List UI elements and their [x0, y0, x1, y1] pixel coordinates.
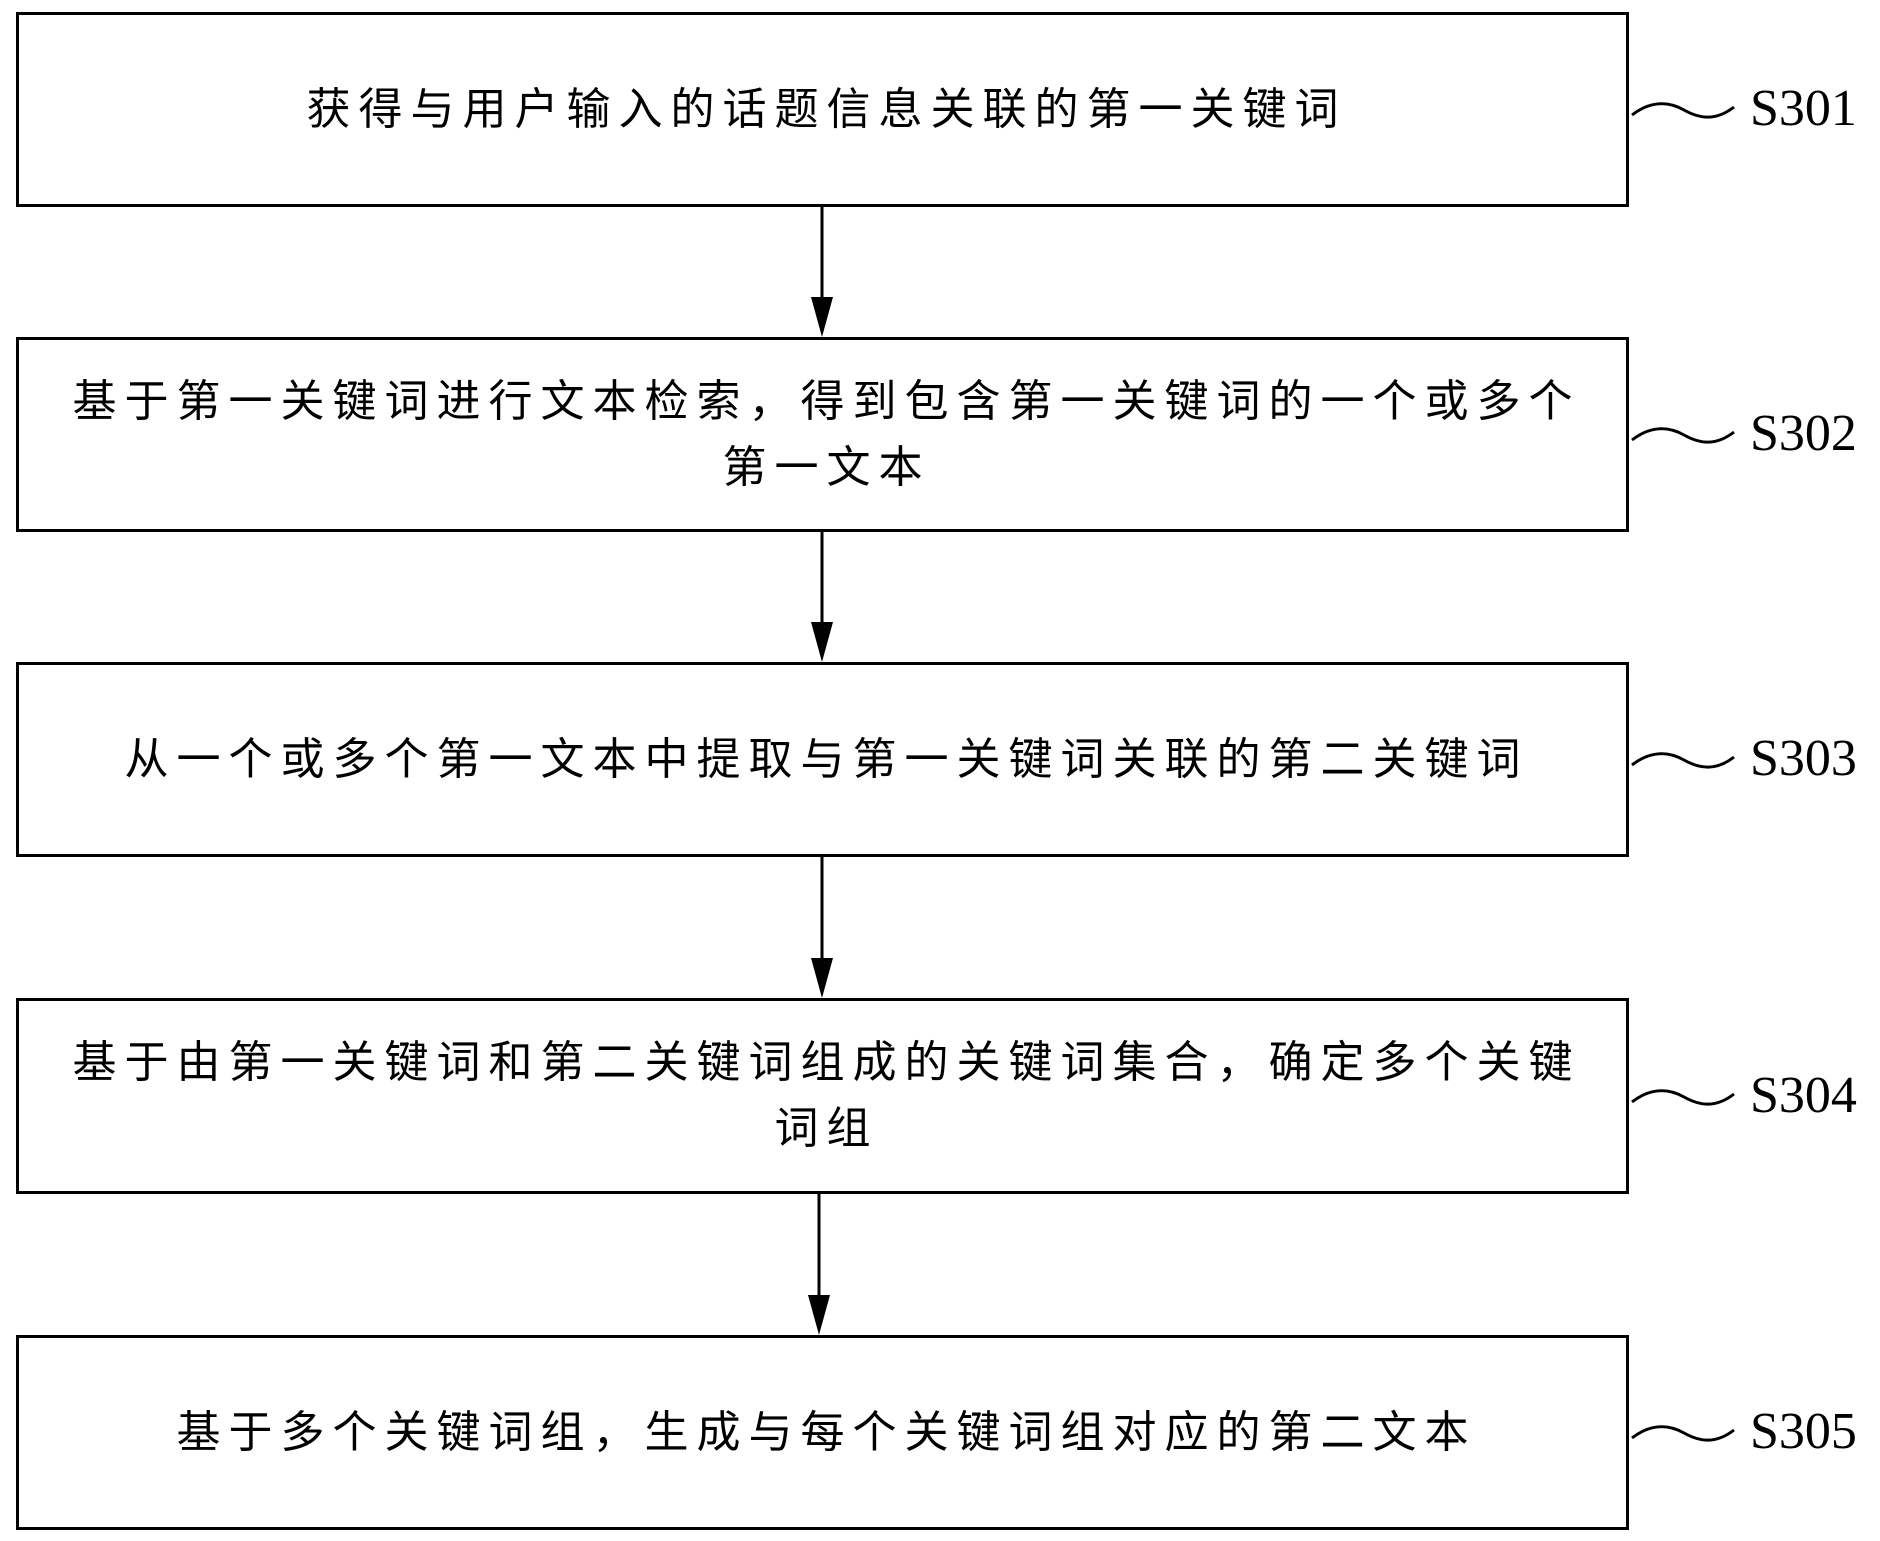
step-label-s303: S303 — [1750, 730, 1857, 787]
arrow-s304-to-s305 — [808, 1194, 830, 1335]
step-text-line: 基于第一关键词进行文本检索，得到包含第一关键词的一个或多个 — [72, 376, 1581, 426]
leader-line-s303 — [1631, 752, 1735, 769]
leader-line-s305 — [1631, 1425, 1735, 1442]
step-label-s305: S305 — [1750, 1403, 1857, 1460]
step-text-line: 词组 — [774, 1104, 879, 1153]
step-box-s303: 从一个或多个第一文本中提取与第一关键词关联的第二关键词 — [16, 662, 1629, 857]
arrow-s301-to-s302 — [811, 207, 833, 337]
leader-line-s304 — [1631, 1089, 1735, 1106]
step-label-s301: S301 — [1750, 80, 1857, 137]
arrow-head — [811, 297, 833, 337]
arrow-s302-to-s303 — [811, 532, 833, 662]
step-text-line: 基于由第一关键词和第二关键词组成的关键词集合，确定多个关键 — [72, 1038, 1581, 1087]
arrow-head — [808, 1295, 830, 1335]
step-box-s302: 基于第一关键词进行文本检索，得到包含第一关键词的一个或多个 第一文本 — [16, 337, 1629, 532]
step-box-s301: 获得与用户输入的话题信息关联的第一关键词 — [16, 12, 1629, 207]
leader-line-s302 — [1631, 427, 1735, 444]
leader-line-s301 — [1631, 102, 1735, 119]
arrow-head — [811, 622, 833, 662]
step-text-line: 基于多个关键词组，生成与每个关键词组对应的第二文本 — [176, 1407, 1477, 1457]
step-text-line: 第一文本 — [722, 442, 931, 492]
arrow-s303-to-s304 — [811, 857, 833, 998]
step-text-line: 从一个或多个第一文本中提取与第一关键词关联的第二关键词 — [124, 734, 1529, 784]
step-label-s302: S302 — [1750, 405, 1857, 462]
step-text-line: 获得与用户输入的话题信息关联的第一关键词 — [306, 84, 1347, 134]
step-box-s304: 基于由第一关键词和第二关键词组成的关键词集合，确定多个关键 词组 — [16, 998, 1629, 1194]
step-box-s305: 基于多个关键词组，生成与每个关键词组对应的第二文本 — [16, 1335, 1629, 1530]
arrow-head — [811, 958, 833, 998]
step-label-s304: S304 — [1750, 1067, 1857, 1124]
